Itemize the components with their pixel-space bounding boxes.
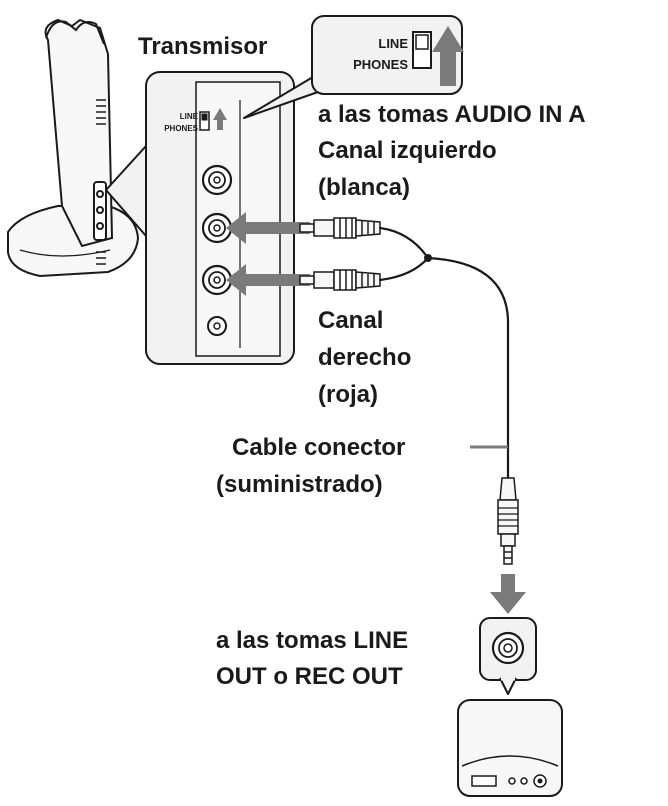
- panel-jack-left: [201, 212, 233, 244]
- output-jack: [491, 631, 525, 665]
- transmitter-side-jacks: [93, 181, 107, 241]
- source-device: [457, 699, 563, 797]
- mini-plug: [497, 477, 519, 565]
- audio-in-label-line2: Canal izquierdo: [318, 137, 497, 164]
- mini-plug-grip: [498, 507, 518, 527]
- audio-in-label-line1: a las tomas AUDIO IN A: [318, 101, 586, 128]
- right-channel-label-line1: Canal: [318, 307, 383, 334]
- connection-cable: [378, 226, 510, 482]
- panel-jack-right: [201, 264, 233, 296]
- insert-arrow-left: [226, 212, 310, 244]
- insert-arrow-right: [226, 264, 310, 296]
- transmitter-unit: [7, 18, 140, 278]
- right-channel-label-line3: (roja): [318, 381, 378, 408]
- output-callout-tail: [499, 677, 517, 695]
- panel-jack-top: [201, 164, 233, 196]
- line-out-label-line1: a las tomas LINE: [216, 627, 408, 654]
- cable-label-line2: (suministrado): [216, 471, 383, 498]
- cable-label-line1: Cable conector: [232, 434, 405, 461]
- callout-line-label: LINE: [378, 36, 408, 51]
- rca-plug-right: [299, 269, 381, 291]
- callout-phones-label: PHONES: [353, 57, 408, 72]
- panel-input-switch: [199, 108, 227, 131]
- device-button-4: [537, 778, 543, 784]
- right-channel-label-line2: derecho: [318, 344, 411, 371]
- device-lid-curve: [461, 755, 559, 767]
- panel-phones-label: PHONES: [164, 124, 198, 133]
- rca-plug-left: [299, 217, 381, 239]
- callout-switch: [412, 31, 432, 69]
- transmitter-vents: [96, 99, 106, 265]
- switch-callout-bubble: [311, 15, 463, 95]
- panel-jack-small: [207, 316, 227, 336]
- device-button-2: [520, 777, 528, 785]
- transmitter-headrest: [45, 20, 105, 45]
- callout-up-arrow: [432, 26, 464, 86]
- device-button-1: [508, 777, 516, 785]
- transmitter-title: Transmisor: [138, 33, 267, 60]
- audio-in-label-line3: (blanca): [318, 174, 410, 201]
- panel-line-label: LINE: [180, 112, 199, 121]
- device-display: [471, 775, 497, 787]
- cable-junction: [424, 254, 432, 262]
- down-arrow: [490, 574, 526, 614]
- base-highlight: [19, 249, 111, 257]
- line-out-label-line2: OUT o REC OUT: [216, 663, 403, 690]
